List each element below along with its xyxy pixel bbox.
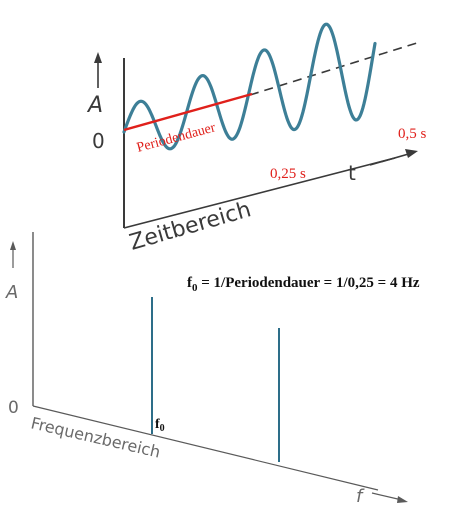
frequency-axis-arrow-head xyxy=(397,496,408,503)
period-label: Periodendauer xyxy=(135,120,217,156)
time-amplitude-arrow-head xyxy=(94,52,102,63)
f0-main: f xyxy=(155,417,160,432)
f0-sub: 0 xyxy=(160,423,165,434)
f0-label: f0 xyxy=(155,417,165,434)
formula-text: f0 = 1/Periodendauer = 1/0,25 = 4 Hz xyxy=(187,275,420,294)
time-domain-panel: A 0 t Periodendauer 0,25 s 0,5 s Zeitber… xyxy=(86,22,427,256)
formula: f0 = 1/Periodendauer = 1/0,25 = 4 Hz xyxy=(187,275,420,294)
frequency-zero-label: 0 xyxy=(8,398,19,418)
formula-f: f xyxy=(187,275,193,291)
time-waveform xyxy=(122,22,377,151)
time-axis-arrow-shaft xyxy=(369,152,413,166)
frequency-domain-label: Frequenzbereich xyxy=(29,413,162,461)
time-axis-label: t xyxy=(348,161,356,185)
frequency-axis-label: f xyxy=(356,486,365,507)
frequency-axis-arrow-shaft xyxy=(371,492,403,501)
time-axis-arrow-head xyxy=(405,149,418,158)
time-axis xyxy=(123,157,396,229)
formula-f-sub: 0 xyxy=(192,282,198,294)
frequency-domain-panel: A 0 f f0 Frequenzbereich xyxy=(5,232,408,507)
time-amplitude-label: A xyxy=(86,93,103,118)
frequency-amplitude-label: A xyxy=(5,282,18,303)
freq-amplitude-arrow-head xyxy=(10,241,16,250)
frequency-axis xyxy=(32,405,379,491)
time-domain-label: Zeitbereich xyxy=(127,197,254,256)
period-line xyxy=(123,92,253,132)
tick-label-05: 0,5 s xyxy=(398,126,427,142)
formula-rest: = 1/Periodendauer = 1/0,25 = 4 Hz xyxy=(198,275,420,291)
tick-label-025: 0,25 s xyxy=(270,166,306,182)
time-zero-label: 0 xyxy=(92,129,105,153)
